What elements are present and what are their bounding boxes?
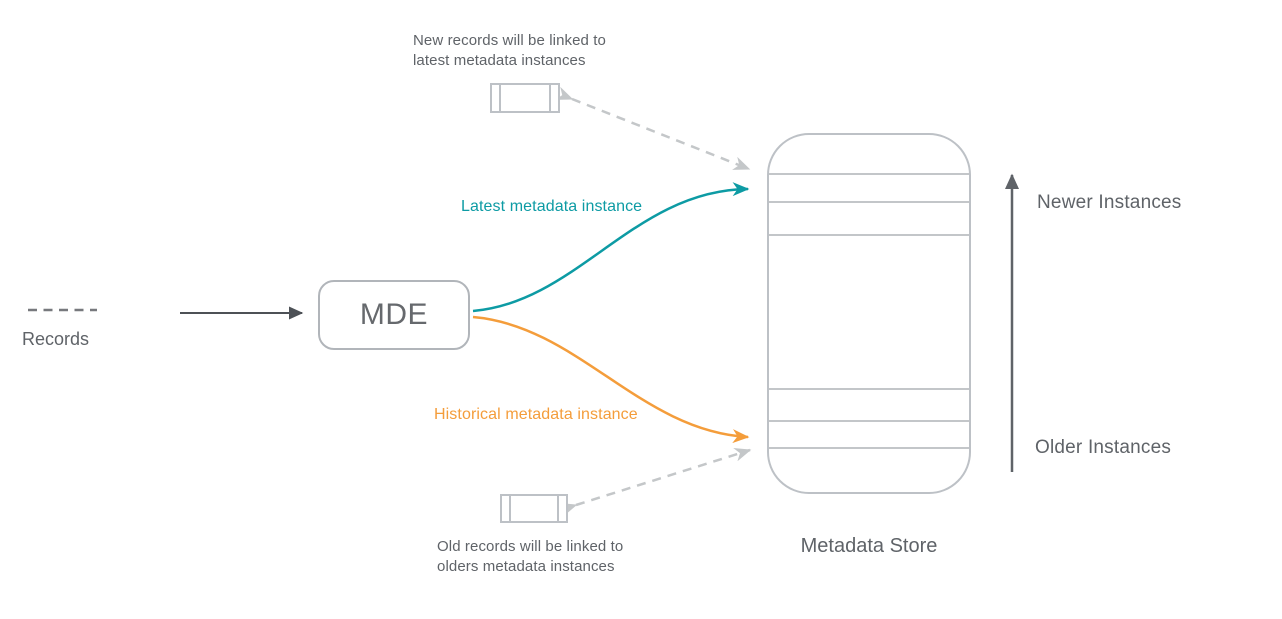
store-row-line — [769, 447, 969, 449]
dashed-link-bottom — [559, 447, 752, 517]
record-icon-stripe — [557, 496, 559, 521]
mde-box: MDE — [318, 280, 470, 350]
older-instances-label: Older Instances — [1035, 437, 1172, 458]
mde-label: MDE — [359, 298, 429, 331]
dashed-link-top — [555, 86, 751, 171]
store-row-line — [769, 388, 969, 390]
latest-flow-label: Latest metadata instance — [461, 198, 643, 215]
store-row-line — [769, 420, 969, 422]
record-icon-stripe — [509, 496, 511, 521]
record-icon-stripe — [499, 85, 501, 111]
records-label: Records — [22, 329, 90, 349]
historical-flow-label: Historical metadata instance — [434, 406, 638, 423]
record-icon-stripe — [549, 85, 551, 111]
metadata-store — [767, 133, 971, 494]
record-icon-top — [490, 83, 560, 113]
historical-flow-arrow — [472, 315, 750, 444]
annotation-top: New records will be linked to latest met… — [413, 31, 606, 70]
record-icon-bottom — [500, 494, 568, 523]
metadata-store-label: Metadata Store — [800, 535, 938, 557]
store-row-line — [769, 173, 969, 175]
store-row-line — [769, 201, 969, 203]
store-row-line — [769, 234, 969, 236]
newer-instances-label: Newer Instances — [1037, 192, 1182, 213]
annotation-bottom: Old records will be linked to olders met… — [437, 537, 623, 576]
annotation-top-line1: New records will be linked to — [413, 32, 606, 49]
latest-flow-arrow — [472, 182, 750, 313]
annotation-bottom-line2: olders metadata instances — [437, 557, 615, 575]
annotation-top-line2: latest metadata instances — [413, 51, 586, 69]
annotation-bottom-line1: Old records will be linked to — [437, 538, 624, 555]
